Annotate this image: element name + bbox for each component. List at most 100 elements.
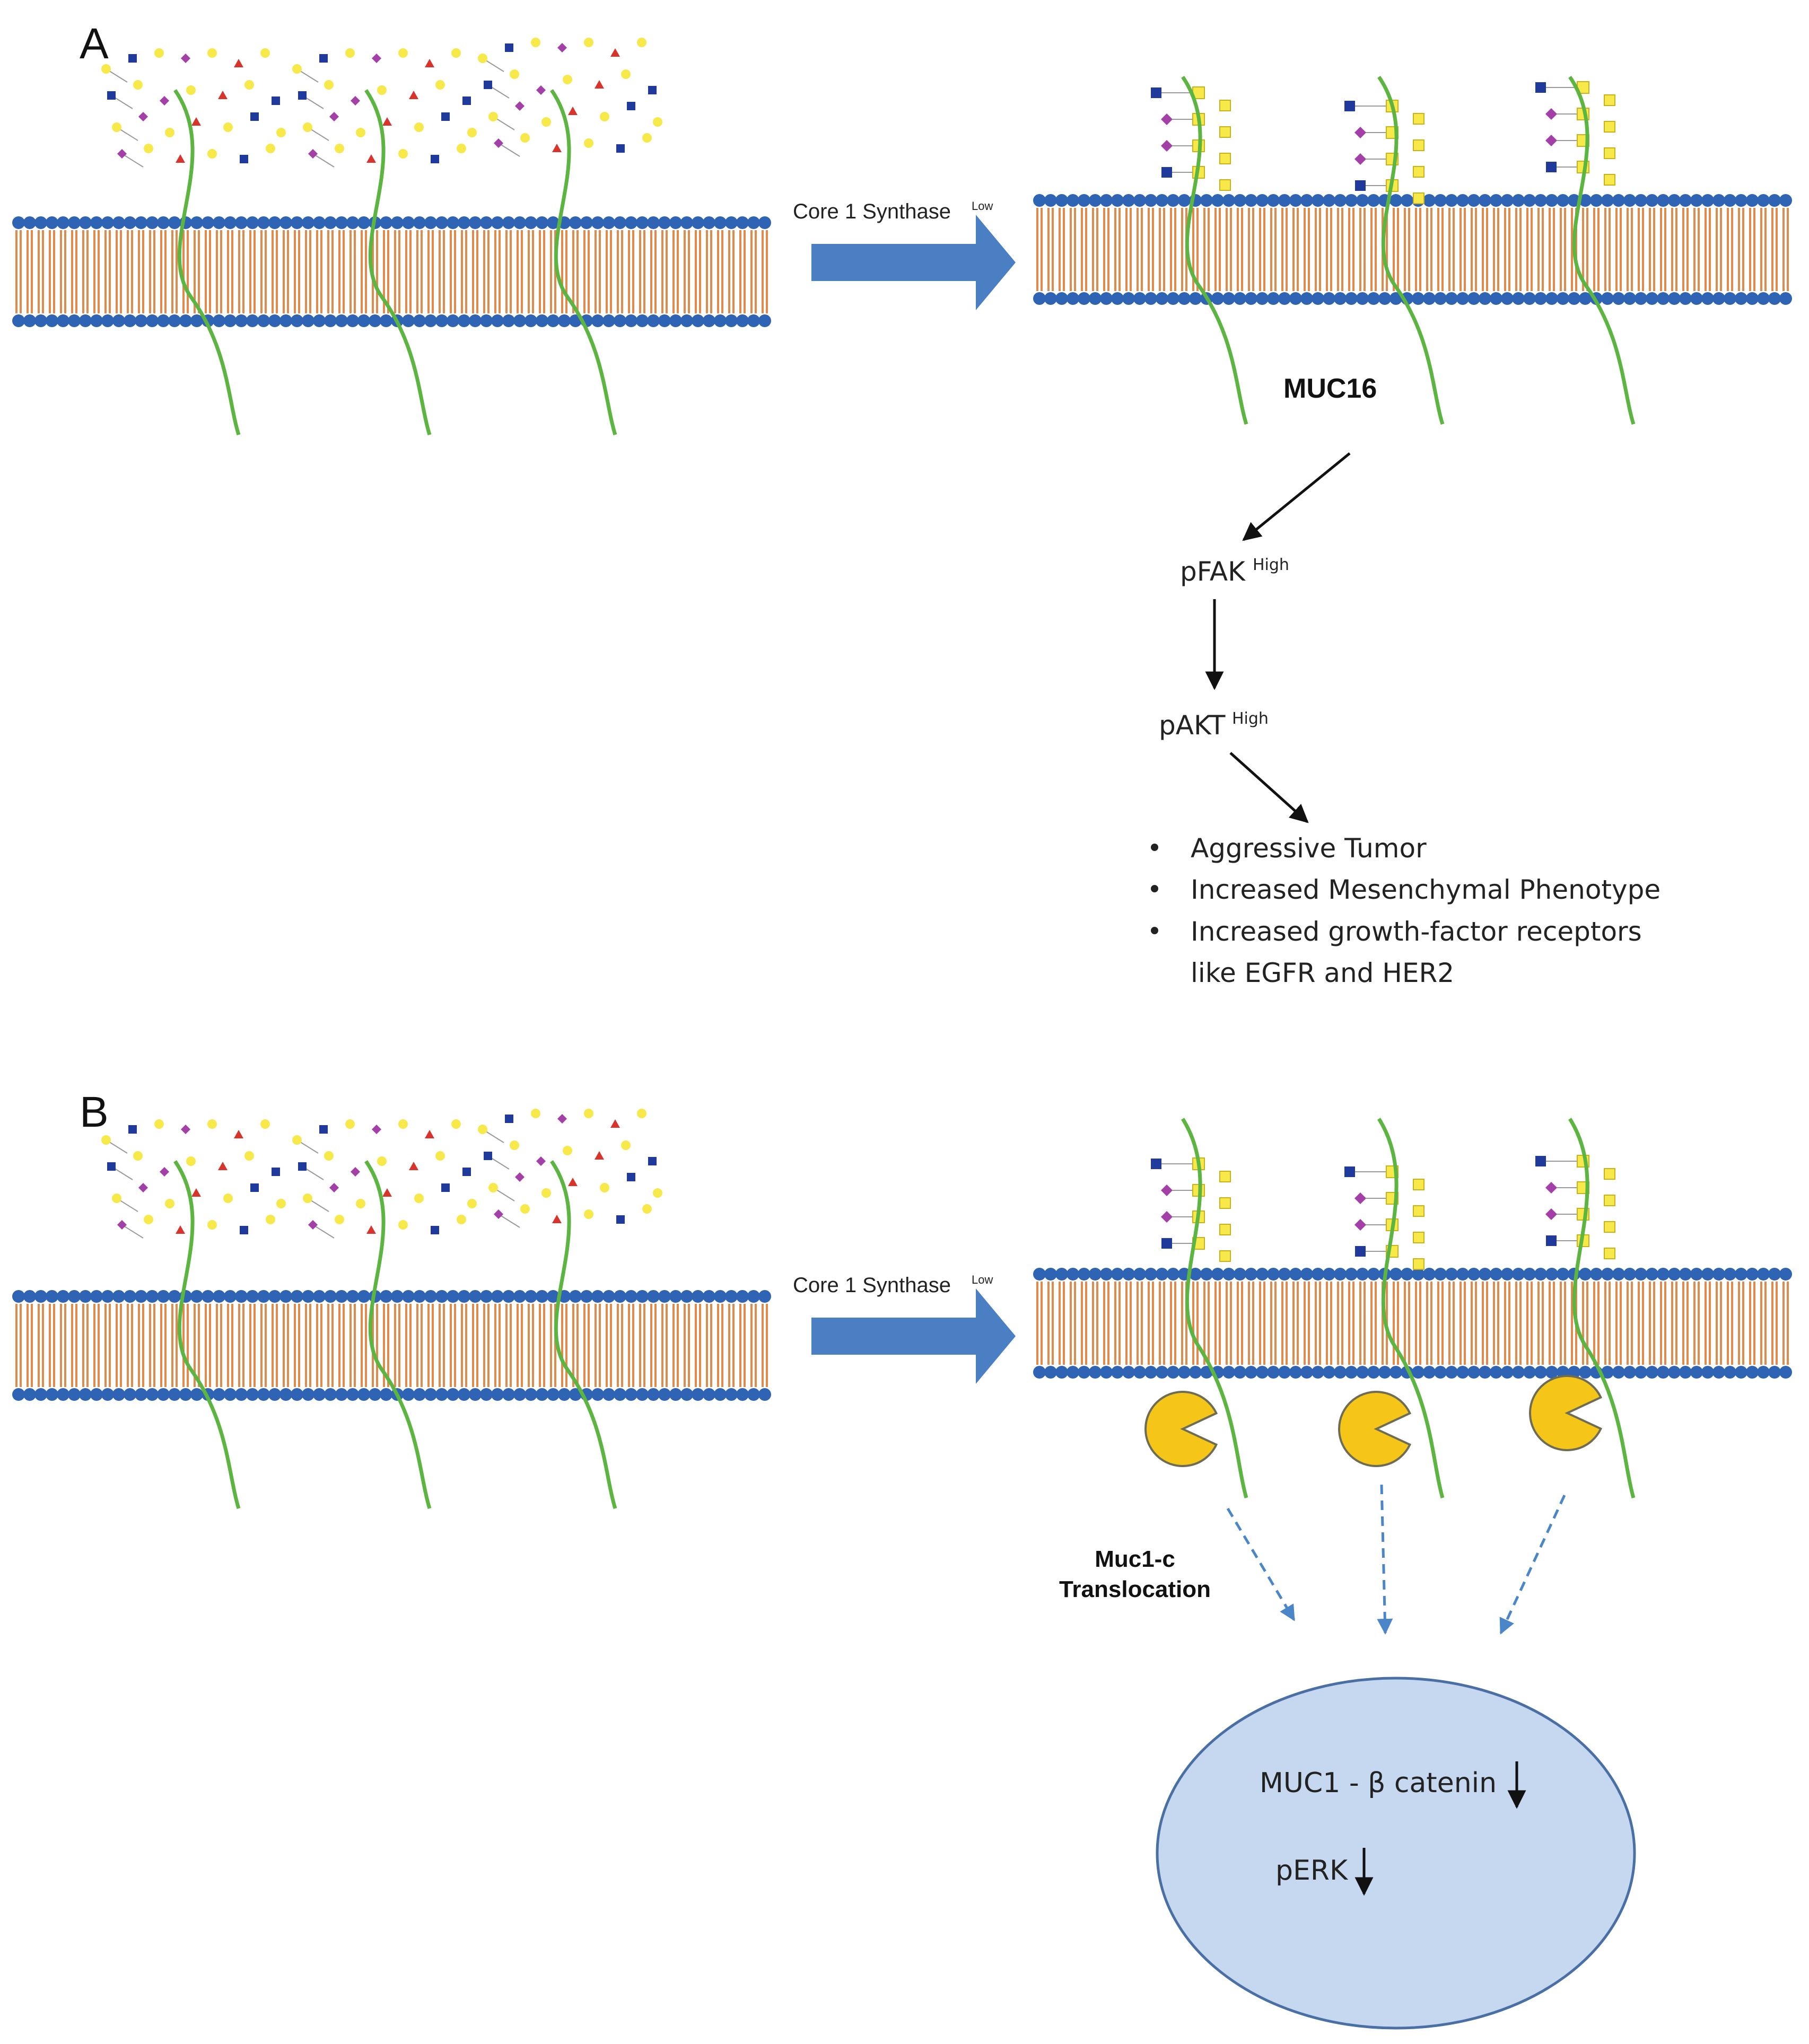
lipid-head — [168, 1290, 181, 1303]
lipid-head — [12, 1388, 25, 1401]
lipid-head — [602, 1290, 615, 1303]
lipid-head — [112, 1290, 125, 1303]
glycan-galnac — [128, 1125, 137, 1134]
lipid-head — [1579, 1366, 1592, 1379]
glycan-galnac — [298, 91, 307, 100]
lipid-head — [1534, 292, 1547, 305]
glycan-galnac — [627, 102, 635, 110]
lipid-head — [614, 1388, 626, 1401]
glycan-galactose — [276, 128, 286, 137]
lipid-head — [1078, 1366, 1090, 1379]
lipid-head — [324, 216, 337, 229]
truncated-glycan — [1535, 1155, 1615, 1259]
glycan-galactose — [101, 64, 111, 74]
glycan-galactose — [144, 144, 153, 153]
glycan-galnac — [431, 155, 439, 163]
lipid-head — [68, 1388, 81, 1401]
glycan-sialic — [351, 1167, 360, 1177]
glycan-cluster — [478, 1109, 662, 1228]
lipid-head — [1144, 194, 1157, 207]
lipid-head — [23, 216, 36, 229]
lipid-head — [112, 1388, 125, 1401]
lipid-head — [491, 216, 504, 229]
lipid-head — [1133, 194, 1146, 207]
lipid-head — [146, 216, 159, 229]
lipid-head — [357, 314, 370, 327]
lipid-head — [135, 1290, 147, 1303]
lipid-head — [625, 1388, 637, 1401]
glycan-galnac — [1355, 180, 1366, 191]
glycan-sialic — [1545, 135, 1557, 146]
lipid-head — [213, 314, 225, 327]
lipid-head — [357, 216, 370, 229]
lipid-head — [79, 216, 92, 229]
lipid-head — [758, 1388, 771, 1401]
lipid-head — [1200, 1268, 1213, 1280]
lipid-head — [1501, 1268, 1514, 1280]
lipid-head — [1044, 194, 1057, 207]
lipid-bilayer — [1033, 1268, 1792, 1379]
lipid-head — [1590, 194, 1603, 207]
arrow-label-b-sup: Low — [972, 1273, 993, 1286]
lipid-head — [1456, 292, 1469, 305]
mucin-chain — [550, 1160, 617, 1510]
lipid-head — [602, 1388, 615, 1401]
lipid-head — [1334, 1268, 1347, 1280]
glycan-galnac — [1535, 82, 1546, 93]
lipid-head — [257, 1290, 270, 1303]
arrow-label-a: Core 1 Synthase — [793, 200, 951, 223]
lipid-head — [190, 1290, 203, 1303]
muc1c-fragment — [1338, 1391, 1412, 1467]
bullet-dot — [1151, 927, 1158, 934]
glycan-square — [1219, 1171, 1231, 1182]
lipid-head — [1501, 194, 1514, 207]
lipid-head — [725, 1388, 738, 1401]
lipid-head — [1167, 1366, 1179, 1379]
lipid-head — [1523, 1366, 1536, 1379]
glycan-galactose — [451, 1119, 461, 1129]
lipid-head — [1412, 292, 1425, 305]
lipid-head — [124, 216, 136, 229]
lipid-head — [1434, 194, 1447, 207]
lipid-head — [1612, 194, 1625, 207]
lipid-head — [758, 1290, 771, 1303]
lipid-head — [1278, 292, 1291, 305]
lipid-head — [1055, 292, 1068, 305]
lipid-head — [90, 314, 103, 327]
glycan-galactose — [266, 144, 275, 153]
arrow-muc16-to-pfak — [1242, 452, 1351, 541]
lipid-head — [79, 1290, 92, 1303]
glycan-cluster — [101, 48, 286, 168]
lipid-head — [1735, 1366, 1747, 1379]
lipid-head — [636, 1388, 649, 1401]
panel-a-letter: A — [80, 20, 109, 68]
lipid-head — [614, 1290, 626, 1303]
glycan-galnac — [319, 54, 328, 63]
lipid-head — [1367, 1366, 1380, 1379]
lipid-head — [1100, 1366, 1113, 1379]
lipid-head — [112, 216, 125, 229]
lipid-head — [680, 216, 693, 229]
glycan-sialic — [117, 149, 127, 159]
mucin-chain — [1181, 1118, 1248, 1498]
lipid-head — [1222, 194, 1235, 207]
lipid-head — [1557, 292, 1569, 305]
lipid-head — [658, 1388, 671, 1401]
lipid-head — [480, 1388, 493, 1401]
lipid-head — [435, 216, 448, 229]
lipid-head — [1256, 1366, 1269, 1379]
glycan-galactose — [186, 85, 196, 95]
glycan-sialic — [1545, 1182, 1557, 1194]
lipid-head — [736, 1388, 749, 1401]
glycan-galactose — [621, 69, 631, 79]
glycan-square — [1219, 1250, 1231, 1262]
lipid-head — [380, 1388, 392, 1401]
lipid-head — [1367, 194, 1380, 207]
glycan-fucose — [568, 107, 578, 115]
lipid-head — [1601, 1268, 1614, 1280]
lipid-head — [1612, 292, 1625, 305]
glycan-fucose — [552, 144, 562, 152]
lipid-head — [1423, 194, 1436, 207]
glycan-fucose — [366, 154, 376, 163]
lipid-head — [391, 216, 404, 229]
